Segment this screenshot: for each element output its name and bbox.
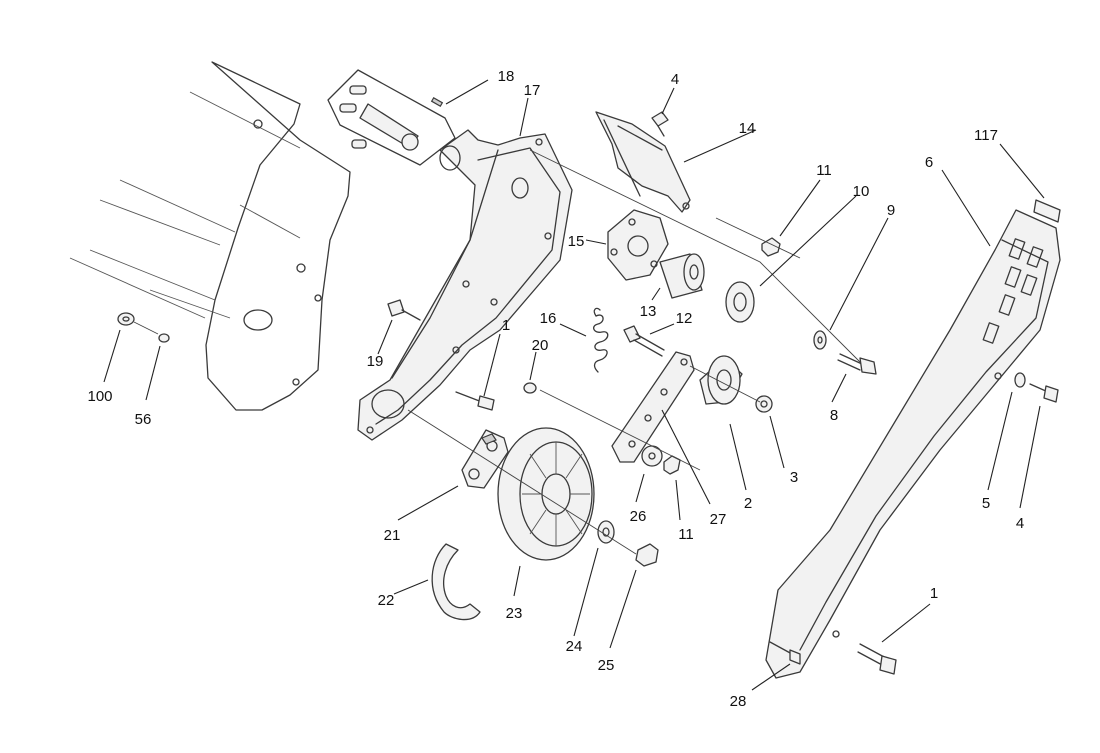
callout-24: 24 (566, 638, 583, 655)
callout-22: 22 (378, 592, 395, 609)
part-8-bolt (837, 353, 877, 375)
callout-1-upper: 1 (502, 317, 510, 334)
leader-lines (103, 79, 1045, 691)
part-9-washer (813, 330, 827, 350)
part-23-drive-pulley (497, 427, 595, 561)
part-19-bolt (387, 299, 421, 321)
callout-12: 12 (676, 310, 693, 327)
part-17-chain-case-plate (357, 129, 573, 441)
part-22-belt-segment (431, 543, 481, 621)
callout-9: 9 (887, 202, 895, 219)
part-16-spring (593, 307, 609, 373)
part-1-bolt-upper (455, 391, 495, 411)
callout-25: 25 (598, 657, 615, 674)
callout-20: 20 (532, 337, 549, 354)
callout-28: 28 (730, 693, 747, 710)
part-28-screw (769, 641, 801, 665)
callout-117: 117 (974, 127, 998, 144)
part-5-washer (1014, 372, 1026, 388)
callout-21: 21 (384, 527, 401, 544)
callout-23: 23 (506, 605, 523, 622)
part-6-chain-cover (765, 209, 1061, 679)
callout-10: 10 (853, 183, 870, 200)
part-26-washer (641, 445, 663, 467)
callout-3: 3 (790, 469, 798, 486)
callout-27: 27 (710, 511, 727, 528)
part-100-nut (117, 312, 135, 326)
part-117-decal (1033, 199, 1061, 223)
callout-1-lower: 1 (930, 585, 938, 602)
part-25-nut (635, 543, 659, 567)
part-2-idler-pulley (699, 355, 743, 405)
callout-5: 5 (982, 495, 990, 512)
part-10-hub (725, 281, 755, 323)
part-27-idler-arm (611, 351, 695, 463)
callout-6: 6 (925, 154, 933, 171)
part-1-bolt-lower (857, 643, 897, 675)
callout-56: 56 (135, 411, 152, 428)
callout-8: 8 (830, 407, 838, 424)
callout-4-upper: 4 (671, 71, 679, 88)
callout-18: 18 (498, 68, 515, 85)
callout-11-upper: 11 (816, 162, 832, 179)
part-13-bearing (659, 253, 705, 299)
callout-17: 17 (524, 82, 541, 99)
callout-19: 19 (367, 353, 384, 370)
callout-26: 26 (630, 508, 647, 525)
part-20-washer (523, 382, 537, 394)
frame-housing (69, 61, 351, 411)
callout-labels: 117 6 18 17 4 14 11 10 9 15 13 16 12 1 2… (87, 68, 1024, 710)
callout-100: 100 (87, 388, 112, 405)
callout-15: 15 (568, 233, 585, 250)
callout-2: 2 (744, 495, 752, 512)
part-15-flange (607, 209, 669, 281)
part-14-bracket (595, 111, 691, 213)
callout-11-lower: 11 (678, 526, 694, 543)
callout-13: 13 (640, 303, 657, 320)
callout-16: 16 (540, 310, 557, 327)
callout-4-right: 4 (1016, 515, 1024, 532)
part-56-washer (158, 333, 170, 343)
part-12-shoulder-bolt (623, 325, 665, 357)
part-3-spacer (755, 395, 773, 413)
part-18-shaft-assembly (327, 69, 456, 166)
part-4-bolt-right (1029, 383, 1059, 403)
part-4-bolt-upper (651, 111, 669, 137)
callout-14: 14 (739, 120, 756, 137)
